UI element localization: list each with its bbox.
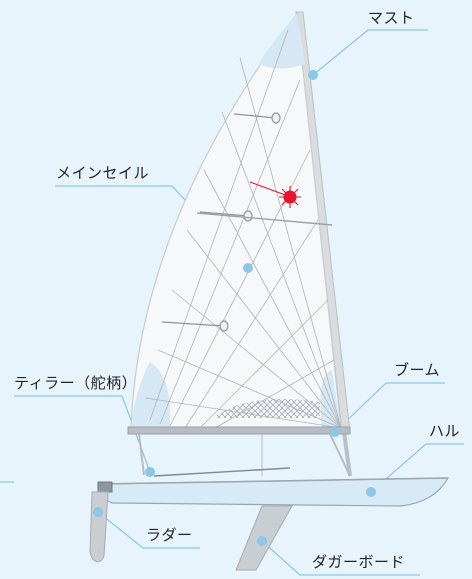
tiller-label: ティラー（舵柄） — [14, 374, 138, 392]
rudder-leader — [97, 511, 200, 549]
marker-dots — [93, 70, 376, 546]
sail-emblem-icon — [249, 181, 301, 208]
hull-leader — [370, 443, 464, 493]
boom-leader — [334, 382, 445, 433]
daggerboard-dot — [257, 536, 267, 546]
hull-dot — [366, 487, 376, 497]
boom-label: ブーム — [394, 361, 441, 379]
boom-dot — [330, 427, 340, 437]
mainsail-dot — [243, 263, 253, 273]
daggerboard-leader — [261, 540, 420, 576]
boom — [127, 426, 351, 477]
mast-leader — [312, 29, 428, 76]
tiller-dot — [145, 467, 155, 477]
mainsail-label: メインセイル — [56, 164, 150, 182]
mainsail — [130, 12, 342, 429]
hull-label: ハル — [429, 422, 461, 440]
rudder-label: ラダー — [146, 526, 193, 544]
rudder-dot — [93, 507, 103, 517]
mast-dot — [308, 70, 318, 80]
mast-label: マスト — [368, 9, 415, 27]
rudder — [89, 491, 109, 563]
daggerboard-label: ダガーボード — [312, 553, 406, 571]
